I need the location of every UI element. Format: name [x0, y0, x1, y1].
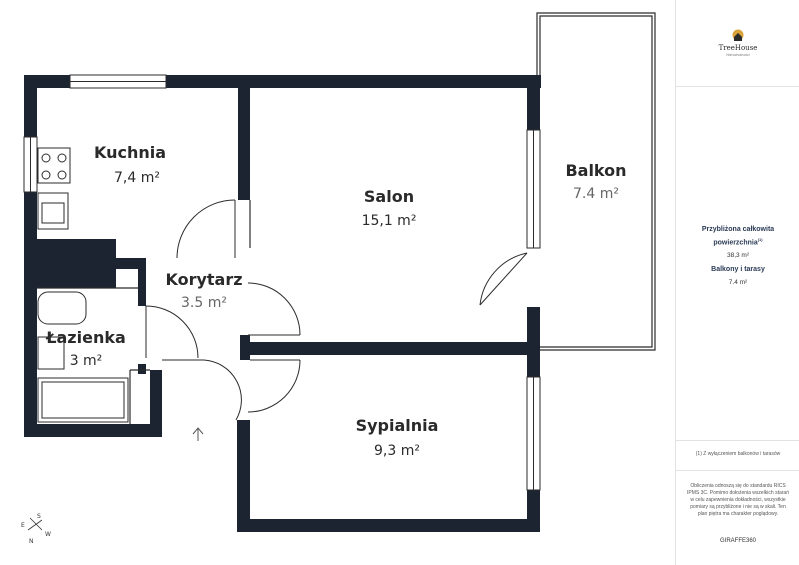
balcony-area: 7.4 m²	[573, 186, 619, 202]
bedroom-area: 9,3 m²	[374, 443, 420, 459]
stove-icon	[37, 147, 71, 184]
compass-e: E	[21, 522, 25, 529]
fixtures	[37, 147, 129, 423]
partitions	[37, 200, 251, 424]
balcony-outline	[536, 12, 656, 351]
bedroom-name: Sypialnia	[356, 416, 439, 435]
total-area-title: Przybliżona całkowita powierzchnia(1)	[701, 226, 775, 247]
logo-sub: Nieruchomości	[726, 53, 750, 57]
divider	[676, 470, 799, 471]
balcony-total-value: 7.4 m²	[728, 279, 748, 286]
info-panel: TreeHouse Nieruchomości Przybliżona całk…	[675, 0, 799, 565]
balcony-name: Balkon	[565, 161, 626, 180]
footnote: (1) Z wyłączeniem balkonów i tarasów	[695, 451, 781, 457]
logo-name: TreeHouse	[718, 44, 758, 52]
compass-n: N	[29, 538, 34, 545]
toilet-icon	[37, 291, 87, 325]
compass-w: W	[45, 531, 51, 538]
sink-icon	[37, 192, 69, 230]
washbasin-icon	[37, 336, 65, 370]
compass-s: S	[37, 513, 41, 520]
corridor-area: 3.5 m²	[181, 295, 227, 311]
disclaimer: Obliczenia odnoszą się do standardu RICS…	[687, 483, 789, 517]
windows	[23, 74, 541, 491]
divider	[676, 440, 799, 441]
compass-icon: N E S W	[21, 513, 51, 545]
entrance-arrow-icon	[192, 427, 204, 441]
kitchen-name: Kuchnia	[94, 143, 166, 162]
living-area: 15,1 m²	[362, 213, 417, 229]
bathtub-icon	[37, 377, 129, 423]
bathroom-name: Łazienka	[45, 328, 126, 347]
corridor-name: Korytarz	[165, 270, 242, 289]
living-name: Salon	[364, 187, 414, 206]
logo-house-icon	[732, 29, 744, 41]
floor-plan: Kuchnia 7,4 m² Salon 15,1 m² Balkon 7.4 …	[21, 12, 656, 545]
kitchen-area: 7,4 m²	[114, 170, 160, 186]
balcony-total-title: Balkony i tarasy	[711, 266, 765, 273]
bathroom-area: 3 m²	[70, 353, 103, 369]
doors	[145, 199, 528, 421]
total-area-value: 38,3 m²	[726, 252, 750, 259]
divider	[676, 86, 799, 87]
walls	[24, 75, 541, 532]
brand-logo: GIRAFFE360	[719, 538, 756, 544]
